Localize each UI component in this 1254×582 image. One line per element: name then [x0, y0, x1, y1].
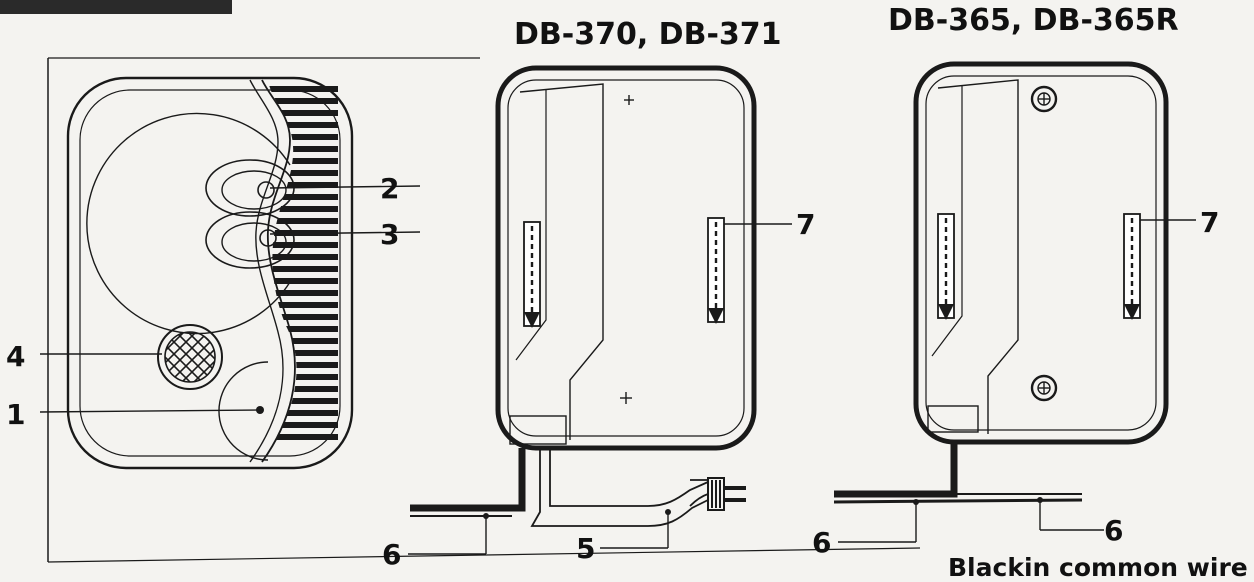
plug-prong-top	[724, 486, 746, 490]
common-wire-caption: Blackin common wire	[948, 553, 1248, 582]
callout-6-middle: 6	[812, 526, 831, 559]
button-3-knob	[259, 229, 277, 247]
power-cord-b	[549, 448, 709, 507]
back-plate-edge-db370	[519, 83, 604, 440]
s-curve-divider	[261, 79, 296, 463]
plug-prong-bottom	[724, 498, 746, 502]
callout-7-right: 7	[1200, 206, 1219, 239]
speaker-vent-slots	[268, 80, 338, 446]
wiring-db370	[410, 448, 746, 527]
speaker-grill-ring	[157, 324, 223, 390]
back-housing-inner-db365	[925, 75, 1157, 431]
keyhole-arrow-right-db365	[1124, 304, 1140, 320]
callout-2: 2	[380, 172, 399, 205]
callout-7-middle: 7	[796, 208, 815, 241]
front-housing	[66, 76, 354, 470]
plug-body	[707, 477, 725, 511]
terminal-box-db365	[927, 405, 979, 433]
button-3-inner	[221, 222, 287, 262]
button-2-knob	[257, 181, 275, 199]
power-cord-a	[530, 448, 709, 527]
callout-6-left: 6	[382, 538, 401, 571]
large-dial-circle	[86, 112, 291, 335]
leader-3	[269, 231, 421, 235]
title-db365-db365r: DB-365, DB-365R	[888, 3, 1179, 38]
keyhole-arrow-left-db365	[938, 304, 954, 320]
back-housing-inner-db370	[507, 79, 745, 437]
common-wire-db370	[410, 448, 526, 512]
corner-tab	[0, 0, 232, 14]
common-wire-db365-a	[834, 442, 958, 498]
back-view-db365	[913, 61, 1169, 445]
back-plate-edge2-db370	[515, 90, 547, 361]
button-3-outer	[205, 211, 295, 269]
callout-3: 3	[380, 218, 399, 251]
wiring-db365	[833, 442, 1083, 505]
screw-top	[1030, 85, 1058, 113]
button-2-inner	[221, 170, 287, 210]
front-housing-inner	[79, 89, 341, 457]
title-db370-db371: DB-370, DB-371	[514, 17, 782, 52]
back-plate-edge2-db365	[931, 86, 963, 357]
callout-4: 4	[6, 340, 25, 373]
common-wire-db365-b	[833, 498, 1083, 504]
leader-1	[39, 409, 261, 413]
callout-1: 1	[6, 398, 25, 431]
s-curve-divider-inner	[249, 79, 284, 463]
terminal-box-db370	[509, 415, 567, 445]
screw-bottom	[1030, 374, 1058, 402]
keyhole-arrow-left-db370	[524, 312, 540, 328]
front-view-unit	[66, 76, 354, 470]
back-housing-db365	[913, 61, 1169, 445]
back-plate-edge-db365	[937, 79, 1019, 434]
speaker-grill-mesh	[164, 331, 216, 383]
frame-bottom	[47, 547, 921, 563]
back-view-db370	[495, 65, 757, 451]
keyhole-arrow-right-db370	[708, 308, 724, 324]
callout-6-right: 6	[1104, 514, 1123, 547]
leader-2	[269, 185, 421, 189]
callout-5: 5	[576, 532, 595, 565]
back-housing-db370	[495, 65, 757, 451]
